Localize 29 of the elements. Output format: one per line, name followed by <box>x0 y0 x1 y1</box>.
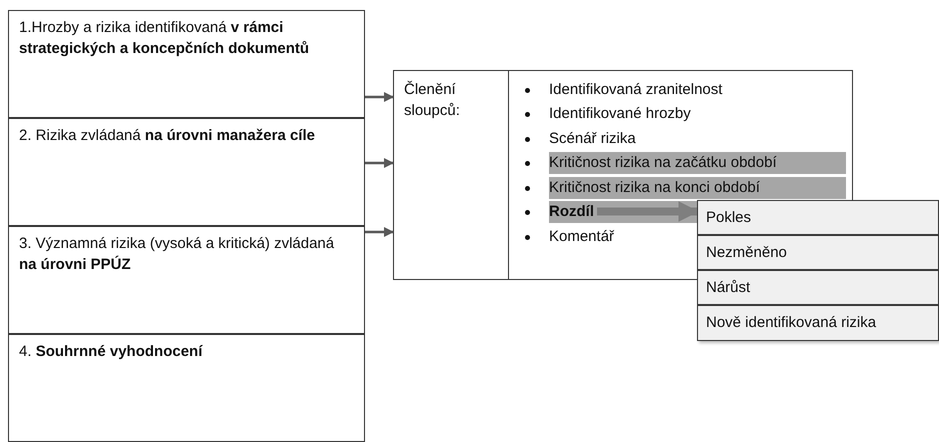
box-text: 3. Významná rizika (vysoká a kritická) zvládaná na úrovni PPÚZ <box>19 234 336 275</box>
arrow <box>365 158 394 168</box>
arrow <box>365 92 394 102</box>
cell-text: Pokles <box>706 208 752 228</box>
text-box <box>8 118 365 226</box>
list-item-text: Kritičnost rizika na začátku období <box>549 154 777 171</box>
text-box <box>8 10 365 118</box>
option-row <box>697 235 939 270</box>
list-item-text: Scénář rizika <box>549 130 636 147</box>
arrow <box>365 227 394 237</box>
list-item-text: Rozdíl <box>549 203 594 220</box>
list-item-text: Identifikované hrozby <box>549 105 691 122</box>
box-text: 1.Hrozby a rizika identifikovaná v rámci strategických a koncepčních dokumentů <box>19 18 310 59</box>
option-row <box>697 305 939 341</box>
cell-text: Nově identifikovaná rizika <box>706 313 878 333</box>
cell-text: Nárůst <box>706 278 752 298</box>
table-cell <box>393 70 509 280</box>
text-box <box>8 226 365 334</box>
box-text: 2. Rizika zvládaná na úrovni manažera cíle <box>19 126 316 146</box>
box-text: 4. Souhrnné vyhodnocení <box>19 342 204 362</box>
list-item-text: Identifikovaná zranitelnost <box>549 81 722 98</box>
text-box <box>8 334 365 442</box>
list-item-text: Kritičnost rizika na konci období <box>549 179 760 196</box>
option-row <box>697 200 939 235</box>
cell-text: Členění sloupců: <box>404 80 461 121</box>
cell-text: Nezměněno <box>706 243 788 263</box>
option-row <box>697 270 939 305</box>
list-item-text: Komentář <box>549 228 614 245</box>
arrow <box>597 201 700 222</box>
